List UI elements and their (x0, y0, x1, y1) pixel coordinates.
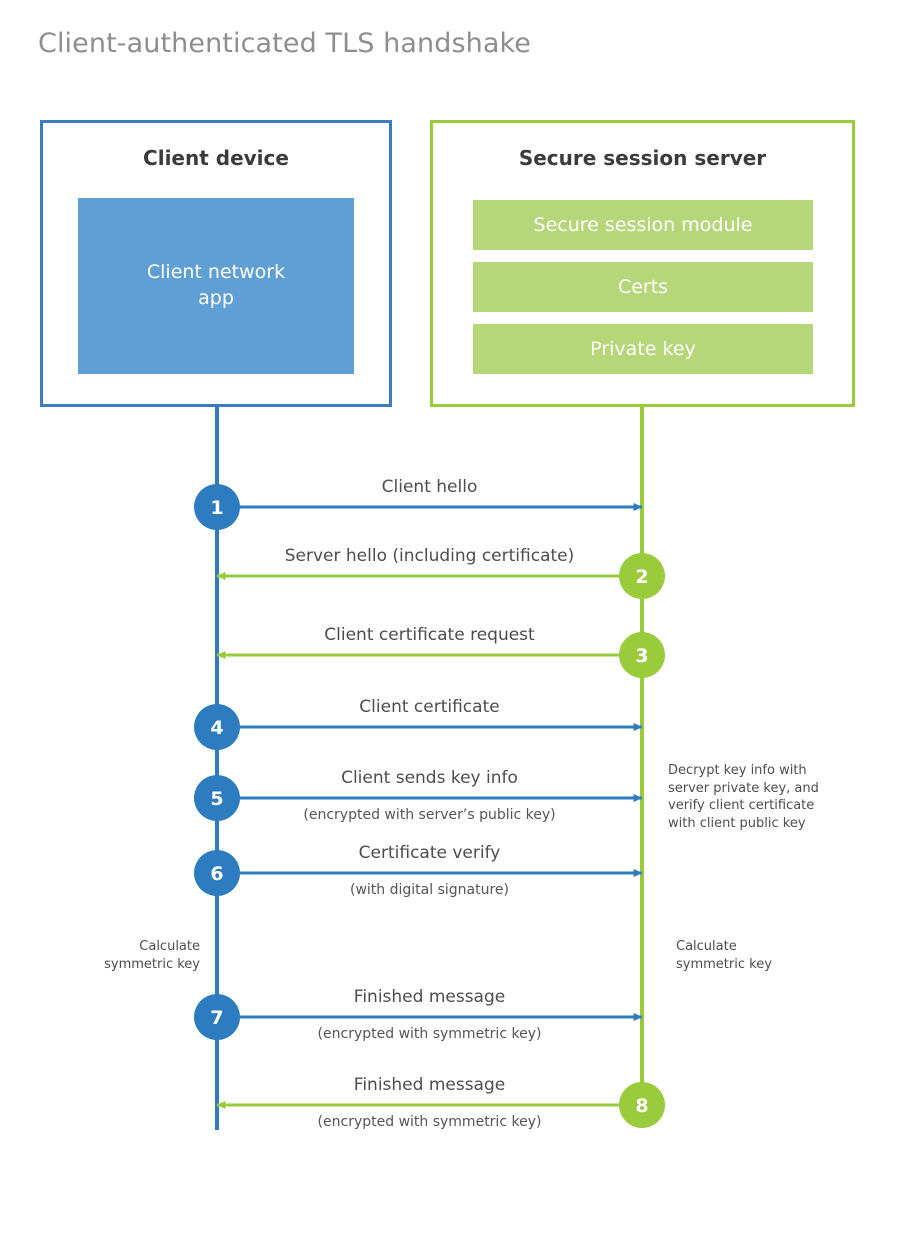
message-sublabel-6: (with digital signature) (350, 882, 509, 898)
step-circles-group (194, 484, 665, 1128)
server-module-label: Secure session module (533, 214, 753, 236)
message-label-8: Finished message (353, 1075, 506, 1095)
step-circle-6[interactable] (194, 850, 240, 896)
message-label-3: Client certificate request (324, 625, 535, 645)
message-label-2: Server hello (including certificate) (284, 546, 575, 566)
message-label-1: Client hello (381, 477, 478, 497)
server-module-label: Certs (617, 276, 669, 298)
page-title: Client-authenticated TLS handshake (38, 28, 531, 59)
message-label-5: Client sends key info (341, 768, 518, 788)
message-sublabel-7: (encrypted with symmetric key) (317, 1026, 542, 1042)
server-module-certs: Certs (473, 262, 813, 312)
message-sublabel-8: (encrypted with symmetric key) (317, 1114, 542, 1130)
server-module-secure-session-module: Secure session module (473, 200, 813, 250)
secure-session-server-title: Secure session server (518, 146, 767, 170)
client-device-title: Client device (143, 146, 289, 170)
server-module-label: Private key (590, 338, 696, 360)
step-circle-1[interactable] (194, 484, 240, 530)
step-circle-3[interactable] (619, 632, 665, 678)
step-circle-8[interactable] (619, 1082, 665, 1128)
message-arrows-group (216, 503, 643, 1109)
server-module-private-key: Private key (473, 324, 813, 374)
message-sublabel-5: (encrypted with server’s public key) (303, 807, 556, 823)
step-circle-2[interactable] (619, 553, 665, 599)
step-circle-4[interactable] (194, 704, 240, 750)
message-label-6: Certificate verify (358, 843, 501, 863)
message-label-4: Client certificate (359, 697, 500, 717)
message-label-7: Finished message (353, 987, 506, 1007)
step-circle-7[interactable] (194, 994, 240, 1040)
step-circle-5[interactable] (194, 775, 240, 821)
secure-session-server-box: Secure session server Secure session mod… (430, 120, 855, 407)
